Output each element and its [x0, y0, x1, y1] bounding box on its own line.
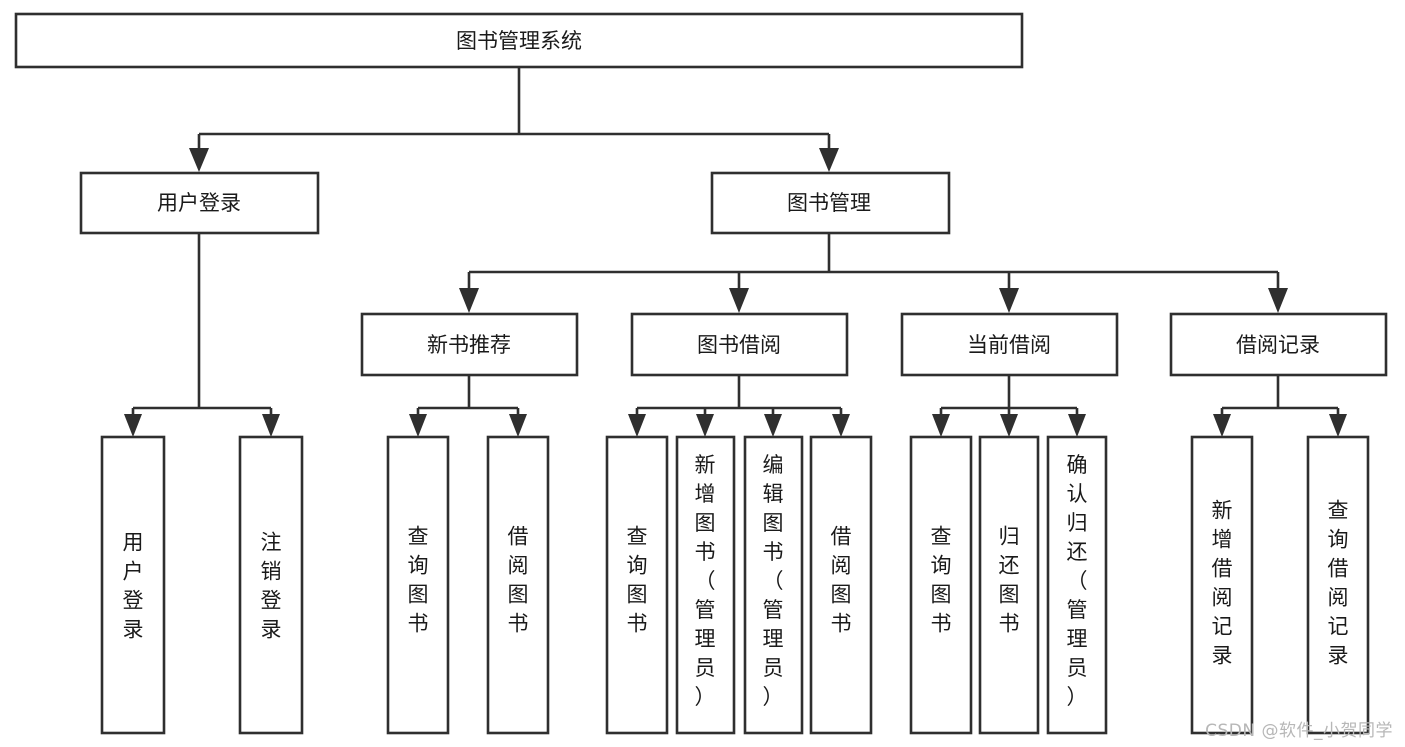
- leaf-layer: 用户登录 注销登录 查询图书 借阅图书 查询图书 新增图书（管理员）: [100, 435, 1370, 735]
- arrow-to-leaf-query-record: [1329, 414, 1347, 437]
- node-user-login[interactable]: 用户登录: [79, 171, 320, 235]
- node-leaf-borrow-book-2-label: 借阅图书: [831, 525, 852, 636]
- node-borrow-record-box[interactable]: [1169, 312, 1388, 377]
- node-leaf-return-book-label: 归还图书: [999, 525, 1020, 636]
- arrow-to-book-management: [819, 148, 839, 172]
- node-leaf-borrow-book-2[interactable]: 借阅图书: [809, 435, 873, 735]
- node-leaf-borrow-book-2-box[interactable]: [809, 435, 873, 735]
- connector-bookmgmt-to-bus: [467, 233, 1280, 296]
- node-leaf-query-record-label: 查询借阅记录: [1328, 499, 1349, 668]
- node-book-management-box[interactable]: [710, 171, 951, 235]
- node-borrow-record-label: 借阅记录: [1236, 333, 1320, 357]
- node-book-borrow[interactable]: 图书借阅: [630, 312, 849, 377]
- node-leaf-add-book-box[interactable]: [675, 435, 736, 735]
- node-root-label: 图书管理系统: [456, 29, 582, 53]
- node-leaf-add-book[interactable]: 新增图书（管理员）: [675, 435, 736, 735]
- arrow-to-current-borrow: [999, 288, 1019, 313]
- node-leaf-query-book-2-box[interactable]: [605, 435, 669, 735]
- node-leaf-query-book-3-box[interactable]: [909, 435, 973, 735]
- node-book-management-label: 图书管理: [787, 191, 871, 215]
- node-leaf-query-book-1-label: 查询图书: [408, 525, 429, 636]
- node-book-borrow-box[interactable]: [630, 312, 849, 377]
- node-user-login-label: 用户登录: [157, 191, 241, 215]
- csdn-watermark: CSDN @软件_小贺同学: [1205, 721, 1393, 741]
- node-current-borrow-box[interactable]: [900, 312, 1119, 377]
- node-leaf-user-login-label: 用户登录: [123, 531, 144, 642]
- node-leaf-add-book-label: 新增图书（管理员）: [695, 453, 716, 709]
- node-leaf-confirm-return-box[interactable]: [1046, 435, 1108, 735]
- arrowhead-layer: [124, 148, 1347, 437]
- node-new-book-recommend-label: 新书推荐: [427, 333, 511, 357]
- node-leaf-borrow-book-1-label: 借阅图书: [508, 525, 529, 636]
- arrow-to-leaf-confirm-return: [1068, 414, 1086, 437]
- node-book-management[interactable]: 图书管理: [710, 171, 951, 235]
- connector-root-to-bus: [197, 67, 831, 158]
- arrow-to-leaf-edit-book: [764, 414, 782, 437]
- arrow-to-user-login: [189, 148, 209, 172]
- connector-layer: [131, 67, 1340, 424]
- arrow-to-leaf-borrow-book-1: [509, 414, 527, 437]
- node-leaf-confirm-return[interactable]: 确认归还（管理员）: [1046, 435, 1108, 735]
- node-current-borrow[interactable]: 当前借阅: [900, 312, 1119, 377]
- arrow-to-leaf-query-book-1: [409, 414, 427, 437]
- connector-borrowrecord-to-bus: [1220, 376, 1340, 424]
- arrow-to-leaf-query-book-2: [628, 414, 646, 437]
- node-leaf-query-book-2[interactable]: 查询图书: [605, 435, 669, 735]
- node-current-borrow-label: 当前借阅: [967, 333, 1051, 357]
- node-leaf-edit-book-box[interactable]: [743, 435, 804, 735]
- node-borrow-record[interactable]: 借阅记录: [1169, 312, 1388, 377]
- node-leaf-borrow-book-1-box[interactable]: [486, 435, 550, 735]
- arrow-to-book-borrow: [729, 288, 749, 313]
- arrow-to-leaf-user-login: [124, 414, 142, 437]
- node-leaf-logout-box[interactable]: [238, 435, 304, 735]
- node-leaf-add-record[interactable]: 新增借阅记录: [1190, 435, 1254, 735]
- node-root[interactable]: 图书管理系统: [14, 12, 1024, 69]
- node-leaf-logout[interactable]: 注销登录: [238, 435, 304, 735]
- node-leaf-add-record-label: 新增借阅记录: [1212, 499, 1233, 668]
- arrow-to-leaf-query-book-3: [932, 414, 950, 437]
- node-new-book-recommend-box[interactable]: [360, 312, 579, 377]
- node-leaf-return-book[interactable]: 归还图书: [978, 435, 1040, 735]
- node-leaf-query-book-3-label: 查询图书: [931, 525, 952, 636]
- connector-bookborrow-to-bus: [635, 376, 843, 424]
- node-root-box[interactable]: [14, 12, 1024, 69]
- node-leaf-query-record[interactable]: 查询借阅记录: [1306, 435, 1370, 735]
- node-leaf-logout-label: 注销登录: [261, 531, 282, 642]
- arrow-to-leaf-logout: [262, 414, 280, 437]
- node-leaf-return-book-box[interactable]: [978, 435, 1040, 735]
- node-leaf-edit-book[interactable]: 编辑图书（管理员）: [743, 435, 804, 735]
- node-new-book-recommend[interactable]: 新书推荐: [360, 312, 579, 377]
- arrow-to-leaf-return-book: [1000, 414, 1018, 437]
- arrow-to-leaf-add-record: [1213, 414, 1231, 437]
- arrow-to-leaf-add-book: [696, 414, 714, 437]
- arrow-to-new-book-recommend: [459, 288, 479, 313]
- node-leaf-query-book-1-box[interactable]: [386, 435, 450, 735]
- node-book-borrow-label: 图书借阅: [697, 333, 781, 357]
- connector-userlogin-to-bus: [131, 233, 273, 424]
- node-leaf-edit-book-label: 编辑图书（管理员）: [763, 453, 784, 709]
- node-leaf-query-book-1[interactable]: 查询图书: [386, 435, 450, 735]
- node-leaf-confirm-return-label: 确认归还（管理员）: [1067, 453, 1088, 709]
- node-user-login-box[interactable]: [79, 171, 320, 235]
- node-leaf-user-login-box[interactable]: [100, 435, 166, 735]
- arrow-to-borrow-record: [1268, 288, 1288, 313]
- node-leaf-query-book-3[interactable]: 查询图书: [909, 435, 973, 735]
- node-leaf-query-record-box[interactable]: [1306, 435, 1370, 735]
- connector-newbook-to-bus: [416, 376, 520, 424]
- arrow-to-leaf-borrow-book-2: [832, 414, 850, 437]
- node-leaf-add-record-box[interactable]: [1190, 435, 1254, 735]
- node-leaf-query-book-2-label: 查询图书: [627, 525, 648, 636]
- node-leaf-borrow-book-1[interactable]: 借阅图书: [486, 435, 550, 735]
- node-leaf-user-login[interactable]: 用户登录: [100, 435, 166, 735]
